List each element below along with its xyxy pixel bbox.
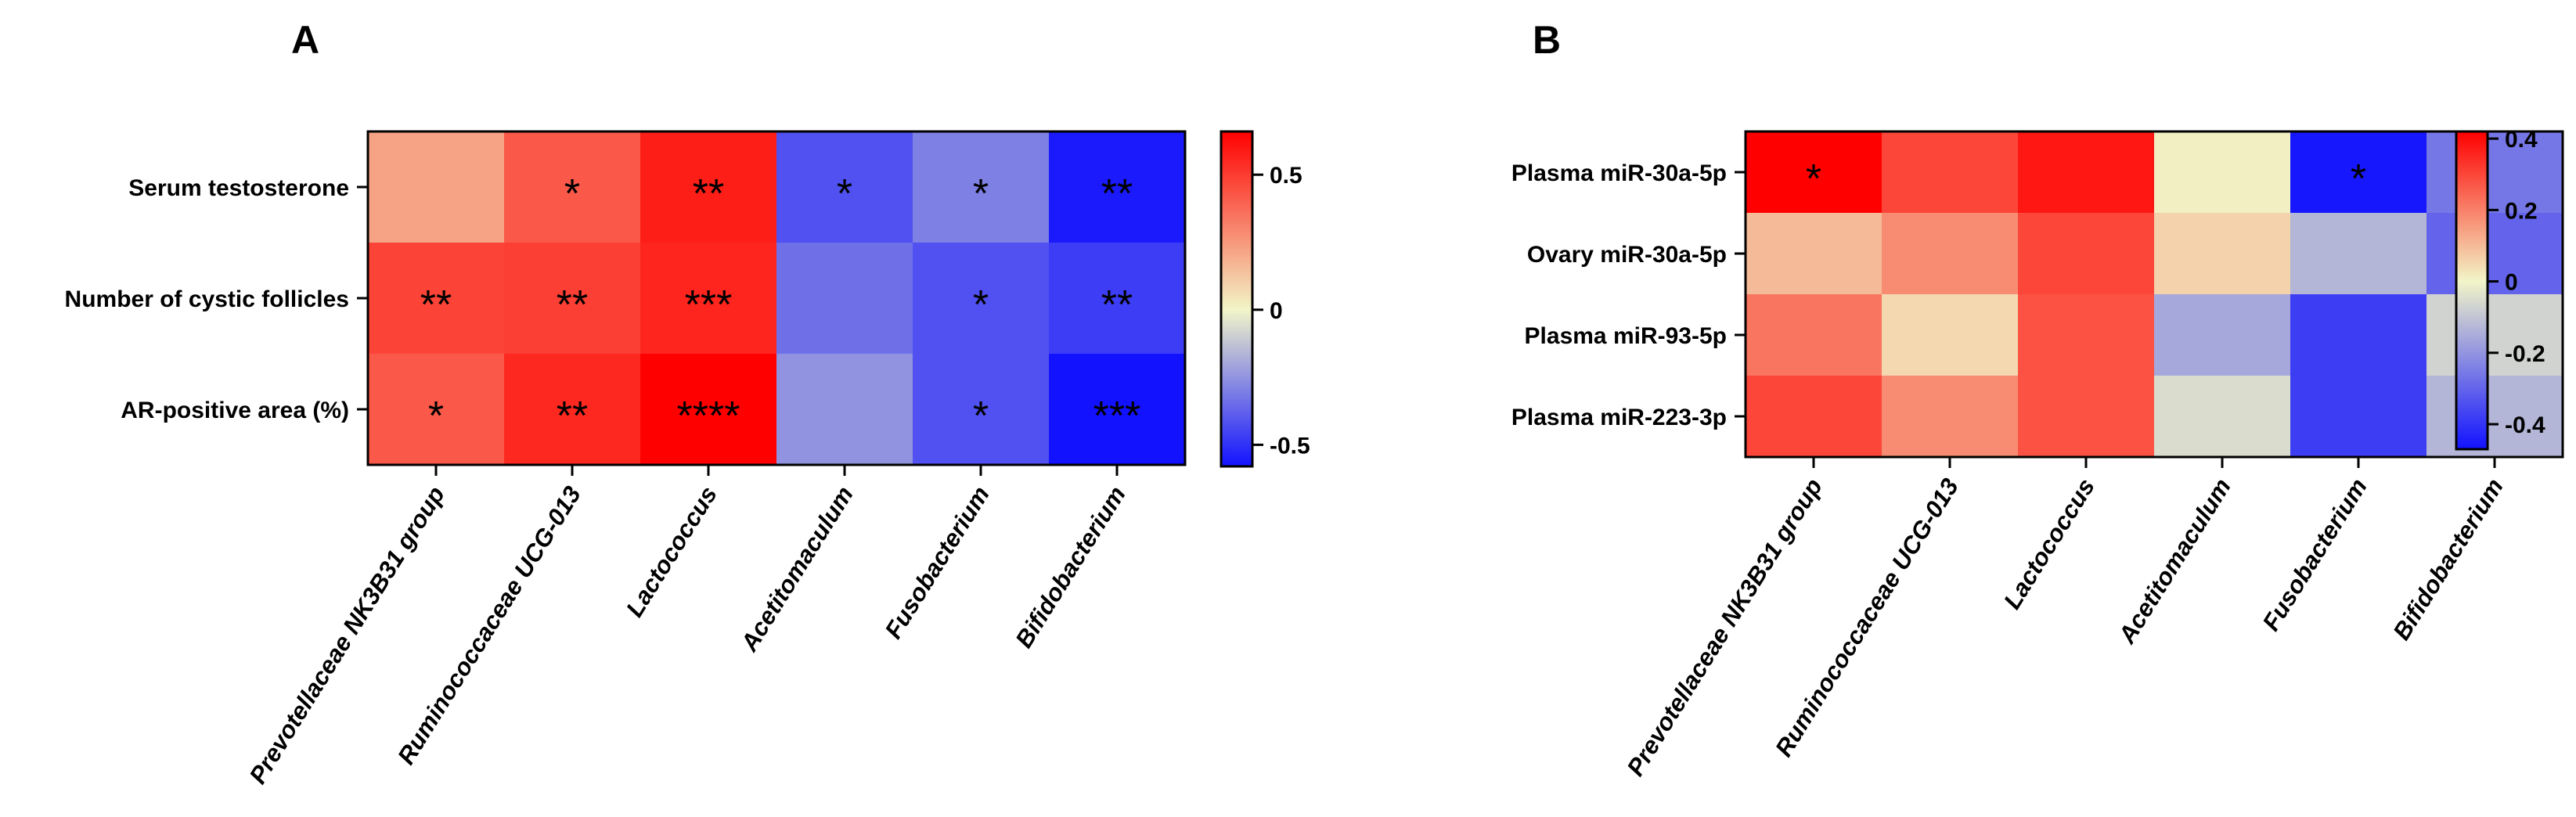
significance-label: *** xyxy=(1093,394,1141,439)
panel-label-b: B xyxy=(1533,18,1561,62)
significance-label: * xyxy=(973,171,989,217)
column-label: Acetitomaculum xyxy=(735,481,859,657)
heatmap-cell xyxy=(640,243,776,354)
heatmap-cell xyxy=(1049,243,1185,354)
heatmap-cell xyxy=(2018,376,2154,457)
row-label: Plasma miR-223-3p xyxy=(1511,405,1727,430)
heatmap-cell xyxy=(2426,294,2563,376)
colorbar-tick-label: -0.4 xyxy=(2505,412,2545,438)
heatmap-panel-a: A ****************************Serum test… xyxy=(65,18,1310,789)
significance-label: ** xyxy=(557,394,588,439)
significance-label: ** xyxy=(1101,283,1133,328)
row-label: Plasma miR-93-5p xyxy=(1525,323,1727,349)
significance-label: ** xyxy=(557,283,588,328)
heatmap-cell xyxy=(2290,294,2426,376)
colorbar xyxy=(2455,130,2489,451)
significance-label: *** xyxy=(685,283,733,328)
row-label: Plasma miR-30a-5p xyxy=(1511,160,1727,186)
heatmap-cell xyxy=(504,131,640,243)
heatmap-cell xyxy=(2154,294,2290,376)
row-label: Serum testosterone xyxy=(128,175,349,201)
heatmap-cell xyxy=(913,131,1049,243)
heatmap-cell xyxy=(1746,213,1882,294)
heatmap-cell xyxy=(640,131,776,243)
heatmap-cell xyxy=(1746,131,1882,213)
heatmap-cell xyxy=(913,243,1049,354)
heatmap-cell xyxy=(776,354,913,465)
significance-label: * xyxy=(1806,157,1821,202)
heatmap-cell xyxy=(2018,294,2154,376)
row-label: Ovary miR-30a-5p xyxy=(1527,242,1727,268)
significance-label: * xyxy=(973,394,989,439)
heatmap-cell xyxy=(2154,376,2290,457)
panel-label-a: A xyxy=(291,18,319,62)
heatmap-cell xyxy=(2154,213,2290,294)
colorbar-tick-label: 0.2 xyxy=(2505,198,2538,224)
column-label: Bifidobacterium xyxy=(2387,473,2509,645)
row-label: AR-positive area (%) xyxy=(121,398,349,423)
heatmap-cell xyxy=(913,354,1049,465)
heatmap-cell xyxy=(1049,354,1185,465)
colorbar-tick-label: 0 xyxy=(1270,298,1283,324)
significance-label: ** xyxy=(693,171,724,217)
heatmap-cell xyxy=(368,131,504,243)
heatmap-cell xyxy=(2290,376,2426,457)
heatmap-cell xyxy=(1882,213,2018,294)
heatmap-cell xyxy=(2154,131,2290,213)
heatmap-cell xyxy=(776,243,913,354)
significance-label: * xyxy=(837,171,852,217)
column-label: Lactococcus xyxy=(621,481,722,621)
heatmap-cell xyxy=(1882,376,2018,457)
colorbar-tick-label: 0.4 xyxy=(2505,127,2538,153)
colorbar xyxy=(1220,130,1254,468)
heatmap-cell xyxy=(2426,376,2563,457)
heatmap-cell xyxy=(2426,131,2563,213)
heatmap-cell xyxy=(640,354,776,465)
significance-label: ** xyxy=(420,283,452,328)
heatmap-cell xyxy=(2018,213,2154,294)
heatmap-frame xyxy=(1744,130,2564,459)
row-label: Number of cystic follicles xyxy=(65,286,349,312)
significance-label: ** xyxy=(1101,171,1133,217)
significance-label: * xyxy=(564,171,580,217)
column-label: Fusobacterium xyxy=(2257,473,2372,635)
column-label: Acetitomaculum xyxy=(2113,473,2236,649)
heatmap-cell xyxy=(1746,376,1882,457)
colorbar-tick-label: -0.5 xyxy=(1270,433,1310,459)
heatmap-cell xyxy=(1049,131,1185,243)
heatmap-cell xyxy=(504,243,640,354)
heatmap-cell xyxy=(1882,131,2018,213)
colorbar-tick-label: 0.5 xyxy=(1270,163,1302,189)
significance-label: **** xyxy=(677,394,740,439)
heatmap-cell xyxy=(2290,131,2426,213)
column-label: Fusobacterium xyxy=(879,481,994,643)
colorbar-tick-label: 0 xyxy=(2505,270,2518,296)
significance-label: * xyxy=(428,394,444,439)
heatmap-cell xyxy=(368,354,504,465)
column-label: Bifidobacterium xyxy=(1010,481,1131,653)
column-label: Lactococcus xyxy=(1998,473,2100,614)
heatmap-cell xyxy=(1882,294,2018,376)
colorbar-tick-label: -0.2 xyxy=(2505,341,2545,367)
heatmap-cell xyxy=(2290,213,2426,294)
heatmap-cell xyxy=(2018,131,2154,213)
heatmap-cell xyxy=(1746,294,1882,376)
heatmap-cell xyxy=(504,354,640,465)
heatmap-cell xyxy=(368,243,504,354)
heatmap-cell xyxy=(776,131,913,243)
significance-label: * xyxy=(2351,157,2366,202)
significance-label: * xyxy=(973,283,989,328)
